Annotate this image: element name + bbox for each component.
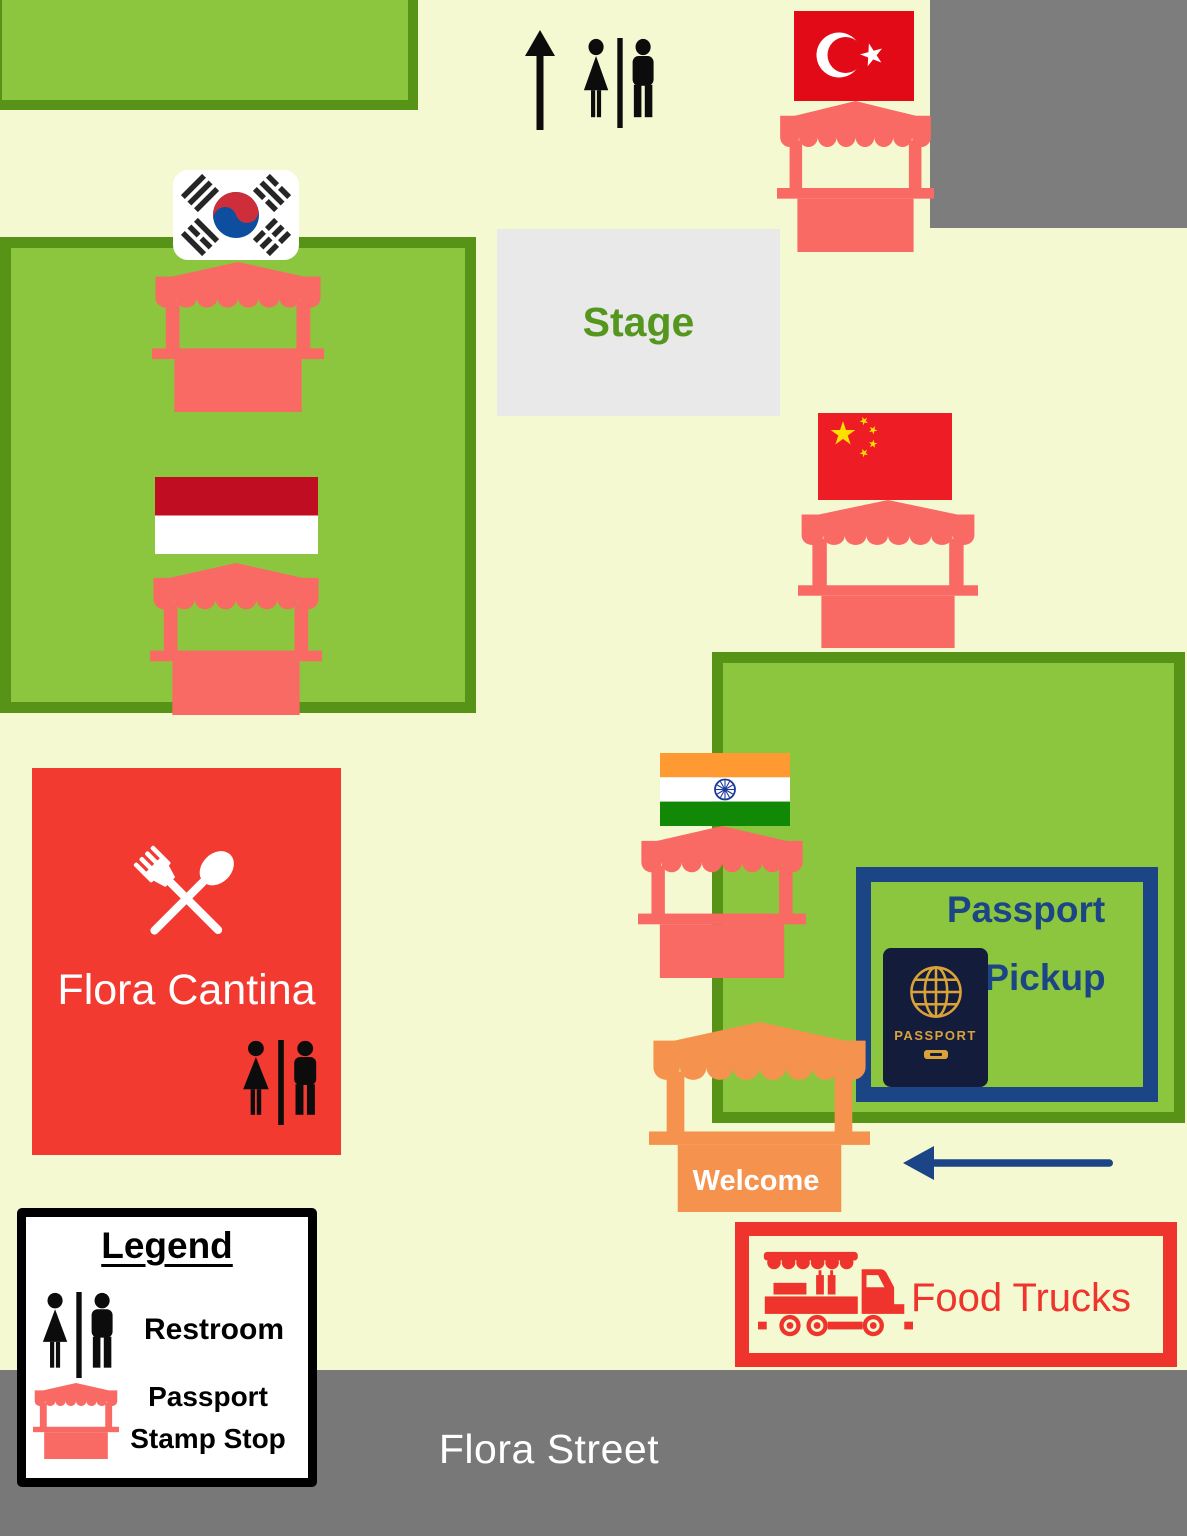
stamp-stop-booth-china bbox=[798, 500, 978, 648]
legend-stamp-stop-label-line1: Passport bbox=[148, 1381, 268, 1412]
stage-area: Stage bbox=[497, 229, 780, 416]
legend-box: Legend Restroom Passport Stamp Stop bbox=[17, 1208, 317, 1487]
passport-book-icon: PASSPORT bbox=[883, 948, 988, 1087]
india-flag-icon bbox=[660, 753, 790, 826]
legend-restroom-label: Restroom bbox=[143, 1313, 285, 1346]
left-arrow-icon bbox=[903, 1146, 1113, 1180]
passport-pickup-label-line2: Pickup bbox=[984, 957, 1106, 998]
restroom-icon bbox=[237, 1040, 325, 1125]
indonesia-flag-icon bbox=[155, 477, 318, 554]
crossed-spoon-fork-icon bbox=[122, 835, 250, 963]
south-korea-flag-icon bbox=[173, 170, 299, 260]
turkey-flag-icon bbox=[794, 11, 914, 101]
passport-book-label: PASSPORT bbox=[894, 1028, 977, 1043]
street-label: Flora Street bbox=[438, 1426, 660, 1472]
globe-icon bbox=[909, 966, 962, 1018]
stamp-stop-booth-icon bbox=[33, 1383, 119, 1459]
up-arrow-icon bbox=[525, 30, 555, 130]
legend-stamp-stop-label-line2: Stamp Stop bbox=[130, 1423, 286, 1454]
passport-pickup-area bbox=[856, 867, 1158, 1102]
stamp-stop-booth-turkey bbox=[777, 101, 934, 252]
welcome-booth-label: Welcome bbox=[692, 1165, 820, 1197]
food-trucks-area: Food Trucks bbox=[735, 1222, 1177, 1367]
biometric-chip-icon bbox=[923, 1050, 948, 1059]
building-block bbox=[930, 0, 1187, 228]
flora-cantina-label: Flora Cantina bbox=[57, 966, 316, 1014]
food-trucks-label: Food Trucks bbox=[910, 1276, 1132, 1320]
stamp-stop-booth-india bbox=[638, 826, 806, 978]
flora-cantina-building: Flora Cantina bbox=[32, 768, 341, 1155]
stamp-stop-booth-south-korea bbox=[152, 262, 324, 412]
stage-label: Stage bbox=[582, 299, 695, 345]
vendor-zone-top-left bbox=[0, 0, 418, 110]
china-flag-icon bbox=[818, 413, 952, 500]
passport-pickup-label-line1: Passport bbox=[946, 889, 1106, 930]
restroom-icon bbox=[37, 1292, 121, 1378]
legend-title: Legend bbox=[101, 1225, 233, 1266]
restroom-icon bbox=[578, 38, 662, 128]
stamp-stop-booth-indonesia bbox=[150, 563, 322, 715]
